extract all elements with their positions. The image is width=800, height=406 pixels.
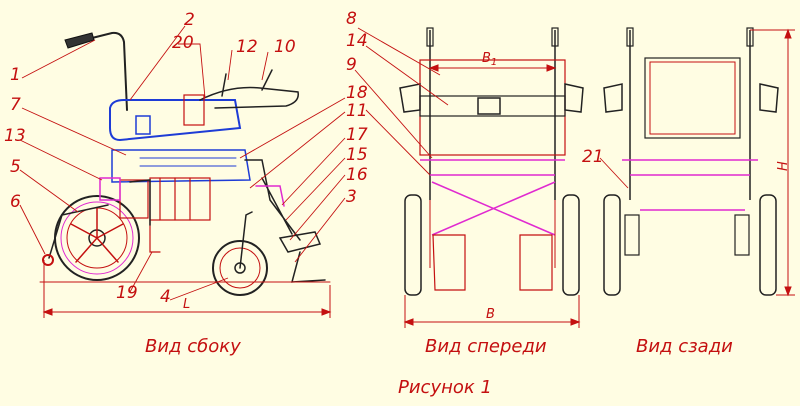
callout-3: 3 (346, 187, 357, 207)
callout-16: 16 (346, 165, 368, 185)
callout-21: 21 (582, 147, 604, 167)
callout-12: 12 (236, 37, 258, 57)
backrest-panel (419, 59, 566, 156)
footplate (278, 231, 322, 253)
dimension-b-label: B (486, 307, 495, 322)
dimension-l-label: L (183, 297, 190, 312)
dimension-h (750, 28, 795, 297)
handle-grip (64, 32, 95, 49)
anti-tip-roller (42, 254, 54, 266)
callout-6: 6 (10, 192, 21, 212)
dimension-b1 (428, 64, 557, 72)
callout-5: 5 (10, 157, 21, 177)
callout-11: 11 (346, 101, 368, 121)
callout-7: 7 (10, 95, 21, 115)
callout-14: 14 (346, 31, 368, 51)
backrest-panel-rear (644, 57, 741, 139)
rear-right-wheel (759, 194, 777, 296)
dimension-b (403, 295, 581, 328)
dimension-l (42, 260, 332, 318)
back-view (603, 27, 779, 296)
seat-frame (109, 99, 242, 142)
callout-19: 19 (116, 283, 138, 303)
dimension-b1-label: B1 (482, 51, 497, 68)
front-left-wheel (404, 194, 422, 296)
caption-back-view: Вид сзади (636, 336, 733, 357)
caption-side-view: Вид сбоку (145, 336, 241, 357)
callout-13: 13 (4, 126, 26, 146)
front-right-wheel (562, 194, 580, 296)
rear-wheel (54, 195, 140, 281)
callout-2: 2 (184, 10, 195, 30)
caption-front-view: Вид спереди (425, 336, 547, 357)
leader-lines (19, 25, 629, 301)
callout-18: 18 (346, 83, 368, 103)
seat-belt-buckle (477, 97, 501, 115)
push-handle (91, 31, 128, 111)
figure-title: Рисунок 1 (398, 377, 492, 398)
legrest (244, 159, 301, 241)
callout-9: 9 (346, 55, 357, 75)
cross-brace (431, 181, 556, 236)
anti-tip-bar (48, 204, 109, 259)
callout-10: 10 (274, 37, 296, 57)
callout-8: 8 (346, 9, 357, 29)
side-view (39, 31, 331, 296)
rear-left-wheel (603, 194, 621, 296)
armrest (199, 86, 299, 109)
callout-15: 15 (346, 145, 368, 165)
callout-17: 17 (346, 125, 368, 145)
callout-4: 4 (160, 287, 171, 307)
battery-frame (119, 177, 211, 221)
callout-1: 1 (10, 65, 21, 85)
dimension-h-label: H (776, 161, 791, 171)
callout-20: 20 (172, 33, 194, 53)
front-view (399, 27, 584, 296)
front-caster (212, 211, 268, 296)
